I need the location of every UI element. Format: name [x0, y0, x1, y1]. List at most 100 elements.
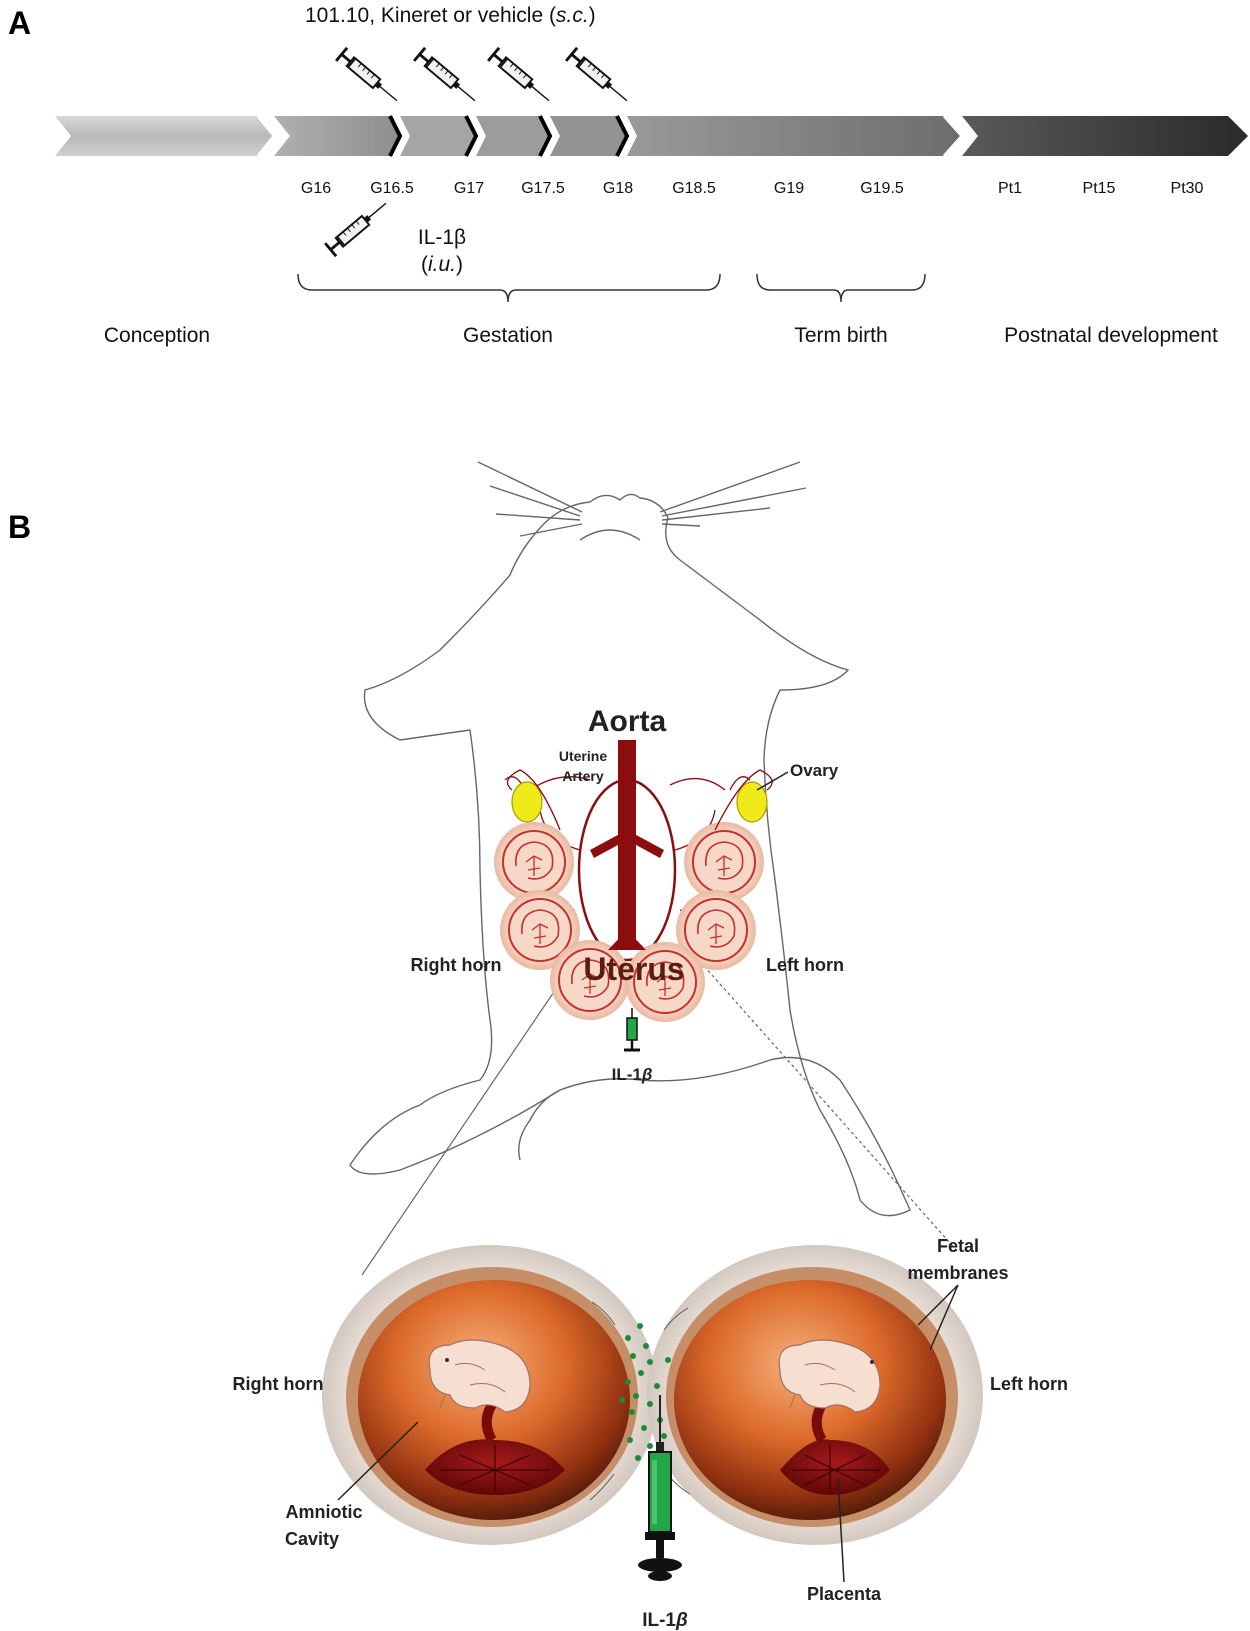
arrow-postnatal: [962, 116, 1248, 156]
aorta-branches: [590, 830, 664, 858]
mouse-left-side: [349, 729, 561, 1175]
panel-b-letter: B: [8, 509, 31, 545]
placenta-label: Placenta: [807, 1584, 882, 1604]
ovary-label: Ovary: [790, 761, 839, 780]
fetus-left-horn: [778, 1339, 881, 1413]
panel-a-letter: A: [8, 5, 31, 41]
il1b-particle: [661, 1433, 667, 1439]
chevron-g18: [615, 115, 630, 157]
il1b-large-syringe: [638, 1395, 682, 1581]
arrow-gestation-4: [550, 116, 627, 156]
membranes-pointer-1: [917, 1284, 959, 1326]
il1b-particle: [665, 1357, 671, 1363]
zoomed-sacs: [322, 1245, 983, 1581]
right-horn-label-top: Right horn: [411, 955, 502, 975]
il1b-particle: [638, 1370, 644, 1376]
il1b-particle: [647, 1359, 653, 1365]
il1b-particle: [654, 1383, 660, 1389]
phase-conception: Conception: [104, 324, 210, 347]
amniotic-pointer: [337, 1421, 419, 1501]
sc-syringe-2: [413, 46, 476, 102]
left-horn-label: Left horn: [990, 1374, 1068, 1394]
il1b-particle: [625, 1379, 631, 1385]
tick-label: G18: [603, 180, 633, 197]
timeline-arrow: [55, 114, 1248, 158]
fetal-sacs: [494, 822, 764, 1022]
arrow-gestation-3: [476, 116, 550, 156]
fetal-membranes-label-2: membranes: [907, 1263, 1008, 1283]
chevron-g16-5: [388, 115, 403, 157]
tick-label: G19: [774, 180, 804, 197]
il1b-particle: [643, 1343, 649, 1349]
fetal-membranes-label-1: Fetal: [937, 1236, 979, 1256]
arrow-conception: [55, 116, 274, 156]
iu-syringe-shape: [324, 202, 387, 258]
ovary-right-tube: [714, 769, 773, 831]
mouse-hind-leg: [518, 1089, 561, 1161]
zoom-line-right: [703, 965, 959, 1253]
chevron-g17: [464, 115, 479, 157]
tick-label: Pt1: [998, 180, 1022, 197]
il1b-particle: [630, 1353, 636, 1359]
zoom-line-left: [361, 979, 563, 1276]
il1b-particle: [627, 1437, 633, 1443]
whiskers-right: [659, 461, 807, 527]
il1b-particle: [647, 1401, 653, 1407]
tick-label: G17.5: [521, 180, 565, 197]
il1b-particle: [633, 1393, 639, 1399]
fetal-sac: [500, 890, 580, 970]
iu-syringe: [324, 202, 387, 258]
mouse-tail-base: [559, 1059, 771, 1091]
aorta: [618, 740, 636, 950]
il1b-small-beta: β: [641, 1065, 653, 1084]
arrow-gestation-1: [274, 116, 400, 156]
il1b-large-prefix: IL-1: [642, 1610, 676, 1631]
fetal-sac: [684, 822, 764, 902]
mouse-outline: [349, 461, 911, 1217]
il1b-iu-route: (i.u.): [421, 253, 463, 276]
fetus-right-horn: [428, 1339, 531, 1413]
fetal-sac: [494, 822, 574, 902]
il1b-route: i.u.: [428, 253, 456, 276]
aorta-bottom: [608, 930, 646, 950]
il1b-iu-label: IL-1β: [418, 226, 466, 249]
mouse-right-side: [763, 689, 911, 1217]
arrow-gestation-5: [627, 116, 962, 156]
phase-term-birth: Term birth: [794, 324, 887, 347]
sc-syringe-4: [565, 46, 628, 102]
uterus-group: [494, 740, 773, 1052]
placenta-pointer: [837, 1477, 845, 1583]
tick-label: Pt30: [1171, 180, 1204, 197]
mouse-head: [539, 493, 850, 691]
chevron-g17-5: [538, 115, 553, 157]
il1b-particle: [641, 1425, 647, 1431]
tick-label: G19.5: [860, 180, 904, 197]
uterus-label: Uterus: [583, 951, 684, 987]
phase-postnatal: Postnatal development: [1004, 324, 1218, 347]
uterine-artery-label-2: Artery: [562, 768, 603, 784]
il1b-small-syringe: [624, 1008, 640, 1052]
ovary-left: [511, 781, 543, 823]
tick-label: Pt15: [1083, 180, 1116, 197]
fetal-sac: [676, 890, 756, 970]
amniotic-cavity-label-2: Cavity: [285, 1529, 339, 1549]
ovary-pointer: [756, 771, 789, 791]
il1b-particle: [629, 1409, 635, 1415]
fetal-sac: [550, 940, 630, 1020]
il1b-particle: [625, 1335, 631, 1341]
membranes-pointer-2: [929, 1284, 959, 1351]
uterine-artery-label-1: Uterine: [559, 748, 607, 764]
il1b-particle: [637, 1323, 643, 1329]
ovary-right: [736, 781, 768, 823]
arrow-divider-1: [256, 115, 276, 157]
il1b-small-prefix: IL-1: [612, 1065, 642, 1084]
sc-syringe-3: [487, 46, 550, 102]
panel-b: B: [8, 461, 1068, 1631]
il1b-small-label: IL-1β: [612, 1065, 653, 1084]
arrow-divider-2: [942, 114, 965, 158]
tick-label: G18.5: [672, 180, 716, 197]
gestation-brace: [297, 273, 721, 303]
